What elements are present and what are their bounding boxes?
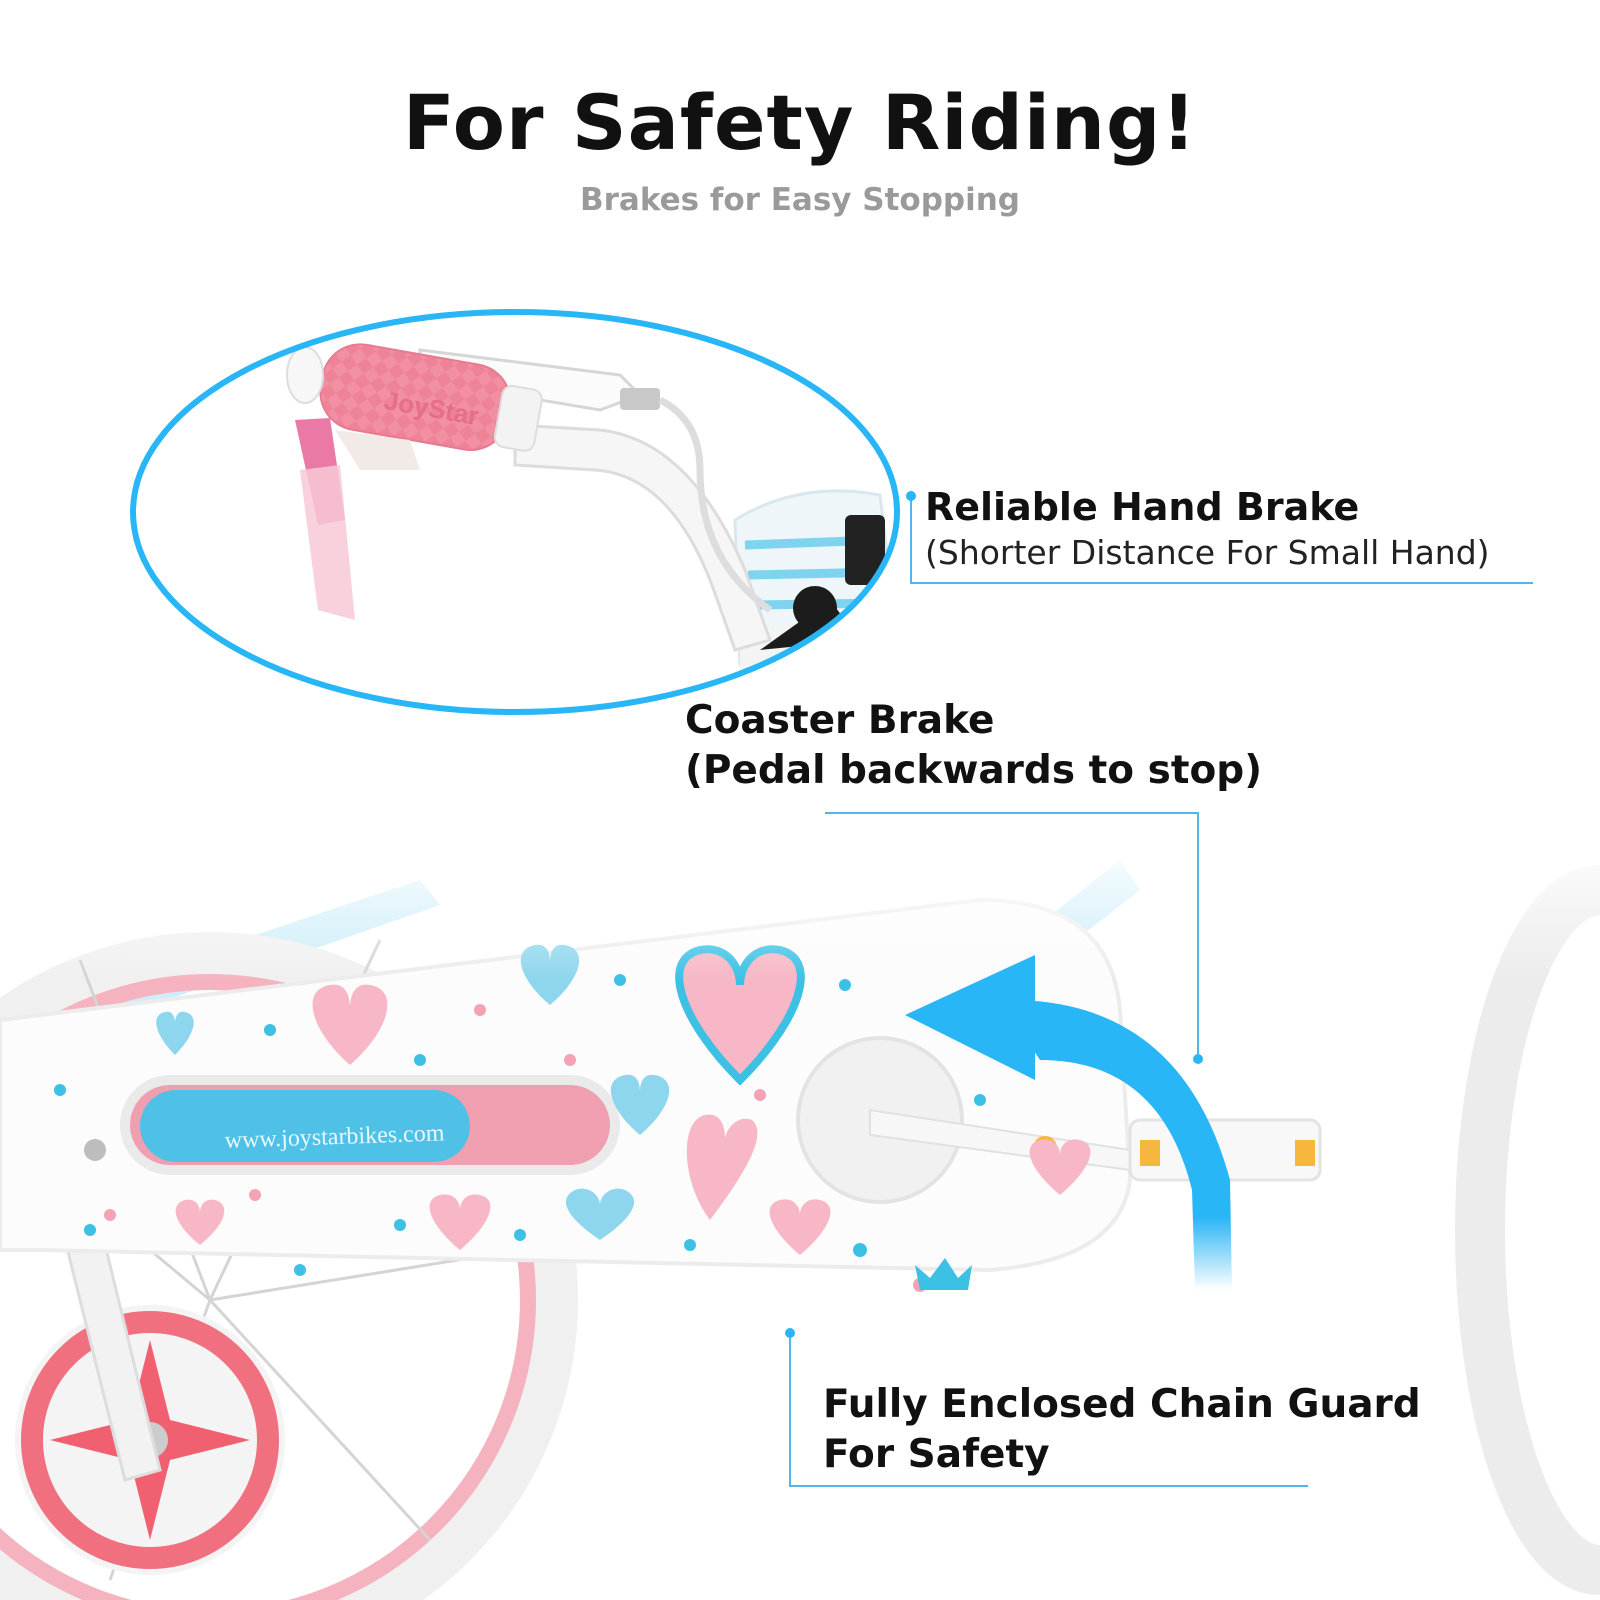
coaster-brake-title: Coaster Brake [685,698,995,743]
heart-icon [156,944,1091,1255]
hand-brake-title: Reliable Hand Brake [925,485,1360,529]
rotation-arrow-icon [905,955,1232,1290]
page-subtitle: Brakes for Easy Stopping [579,182,1020,218]
chain-guard-detail: For Safety [823,1432,1050,1477]
page-title: For Safety Riding! [402,78,1198,167]
bike-lower-scene: www.joystarbikes.com [0,830,1600,1600]
chain-guard-title: Fully Enclosed Chain Guard [823,1382,1421,1427]
tassels [295,418,420,620]
hand-brake-detail: (Shorter Distance For Small Hand) [925,533,1490,572]
zoom-oval-border [130,309,900,715]
chain-guard-callout-line [789,1334,1308,1487]
coaster-brake-detail: (Pedal backwards to stop) [685,748,1263,793]
hand-brake-zoom: JoyStar [130,309,900,715]
coaster-brake-callout: Coaster Brake (Pedal backwards to stop) [685,696,1262,796]
crown-icon [915,1258,972,1290]
chain-guard: www.joystarbikes.com [0,897,1322,1292]
front-wheel [1455,865,1600,1595]
coaster-brake-callout-line [825,812,1199,1058]
coaster-brake-callout-dot [1193,1054,1203,1064]
callout-lines [789,498,1533,1487]
hand-brake-callout: Reliable Hand Brake (Shorter Distance Fo… [925,483,1490,575]
hand-brake-callout-dot [906,491,916,501]
chain-guard-callout: Fully Enclosed Chain Guard For Safety [823,1380,1421,1480]
hand-brake-callout-line [910,498,1533,584]
chain-guard-callout-dot [785,1328,795,1338]
